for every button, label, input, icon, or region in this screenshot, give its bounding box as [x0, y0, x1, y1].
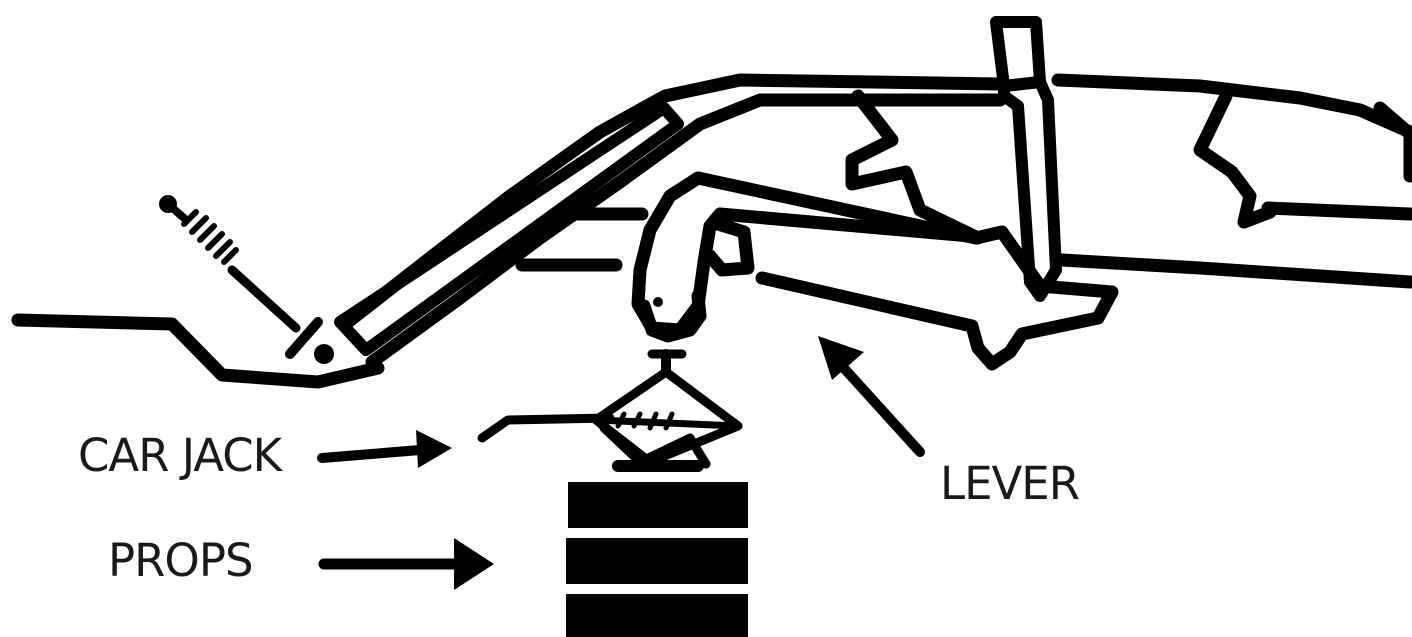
arrow-car-jack	[322, 430, 452, 468]
arrow-props	[324, 538, 494, 590]
body-top-line-right	[1058, 80, 1410, 132]
rail-right-lower	[1062, 260, 1410, 282]
linkage-pivot-dot	[314, 344, 334, 364]
prop-block	[568, 482, 748, 528]
jack-crank	[482, 418, 610, 438]
bracket-far-right	[1380, 108, 1410, 176]
diagonal-strut	[340, 108, 678, 350]
label-car-jack: CAR JACK	[78, 429, 284, 482]
prop-block	[566, 538, 748, 584]
arrow-lever	[818, 336, 920, 452]
label-lever: LEVER	[940, 457, 1079, 510]
props-stack	[566, 482, 748, 637]
car-jack	[482, 354, 738, 466]
lever-pivot-dot	[653, 297, 663, 307]
label-props: PROPS	[108, 534, 253, 587]
prop-block	[566, 594, 748, 637]
coil-spring	[184, 212, 236, 262]
bracket-right	[1200, 96, 1270, 222]
rail-right-upper	[1268, 208, 1410, 214]
lever-assembly	[638, 178, 1112, 364]
